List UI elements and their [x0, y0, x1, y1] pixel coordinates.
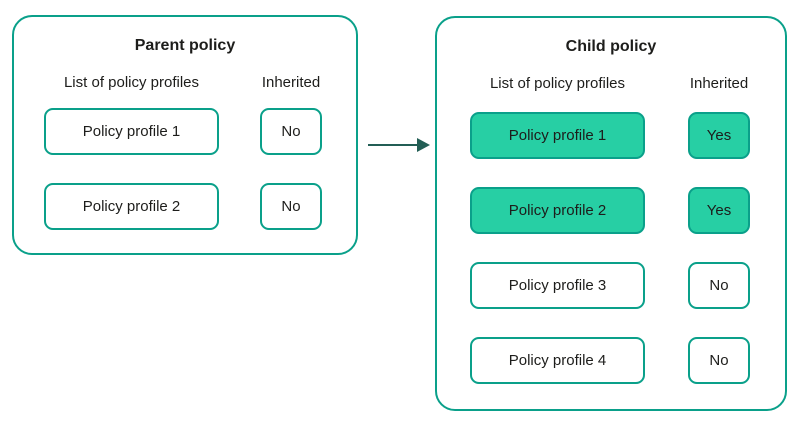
child-inherited-flag-4: No [688, 337, 750, 384]
child-inherited-flag-1: Yes [688, 112, 750, 159]
parent-policy-profile-1-box: Policy profile 1 [44, 108, 219, 155]
child-inherited-flag-3: No [688, 262, 750, 309]
child-policy-profile-4-box: Policy profile 4 [470, 337, 645, 384]
arrow-head [417, 138, 430, 152]
child-policy-profile-1-box: Policy profile 1 [470, 112, 645, 159]
child-inherited-flag-2: Yes [688, 187, 750, 234]
arrow-line [368, 144, 419, 146]
parent-inherited-column-header: Inherited [261, 74, 321, 91]
parent-to-child-arrow-icon [368, 138, 431, 152]
parent-inherited-flag-1: No [260, 108, 322, 155]
child-panel-title: Child policy [565, 38, 657, 55]
parent-policy-panel: Parent policy List of policy profiles In… [12, 15, 358, 255]
child-profiles-column-header: List of policy profiles [489, 75, 626, 92]
child-inherited-column-header: Inherited [689, 75, 749, 92]
child-policy-profile-3-box: Policy profile 3 [470, 262, 645, 309]
parent-inherited-flag-2: No [260, 183, 322, 230]
child-policy-profile-2-box: Policy profile 2 [470, 187, 645, 234]
parent-profiles-column-header: List of policy profiles [63, 74, 200, 91]
parent-panel-title: Parent policy [134, 37, 236, 54]
child-policy-panel: Child policy List of policy profiles Inh… [435, 16, 787, 411]
parent-policy-profile-2-box: Policy profile 2 [44, 183, 219, 230]
